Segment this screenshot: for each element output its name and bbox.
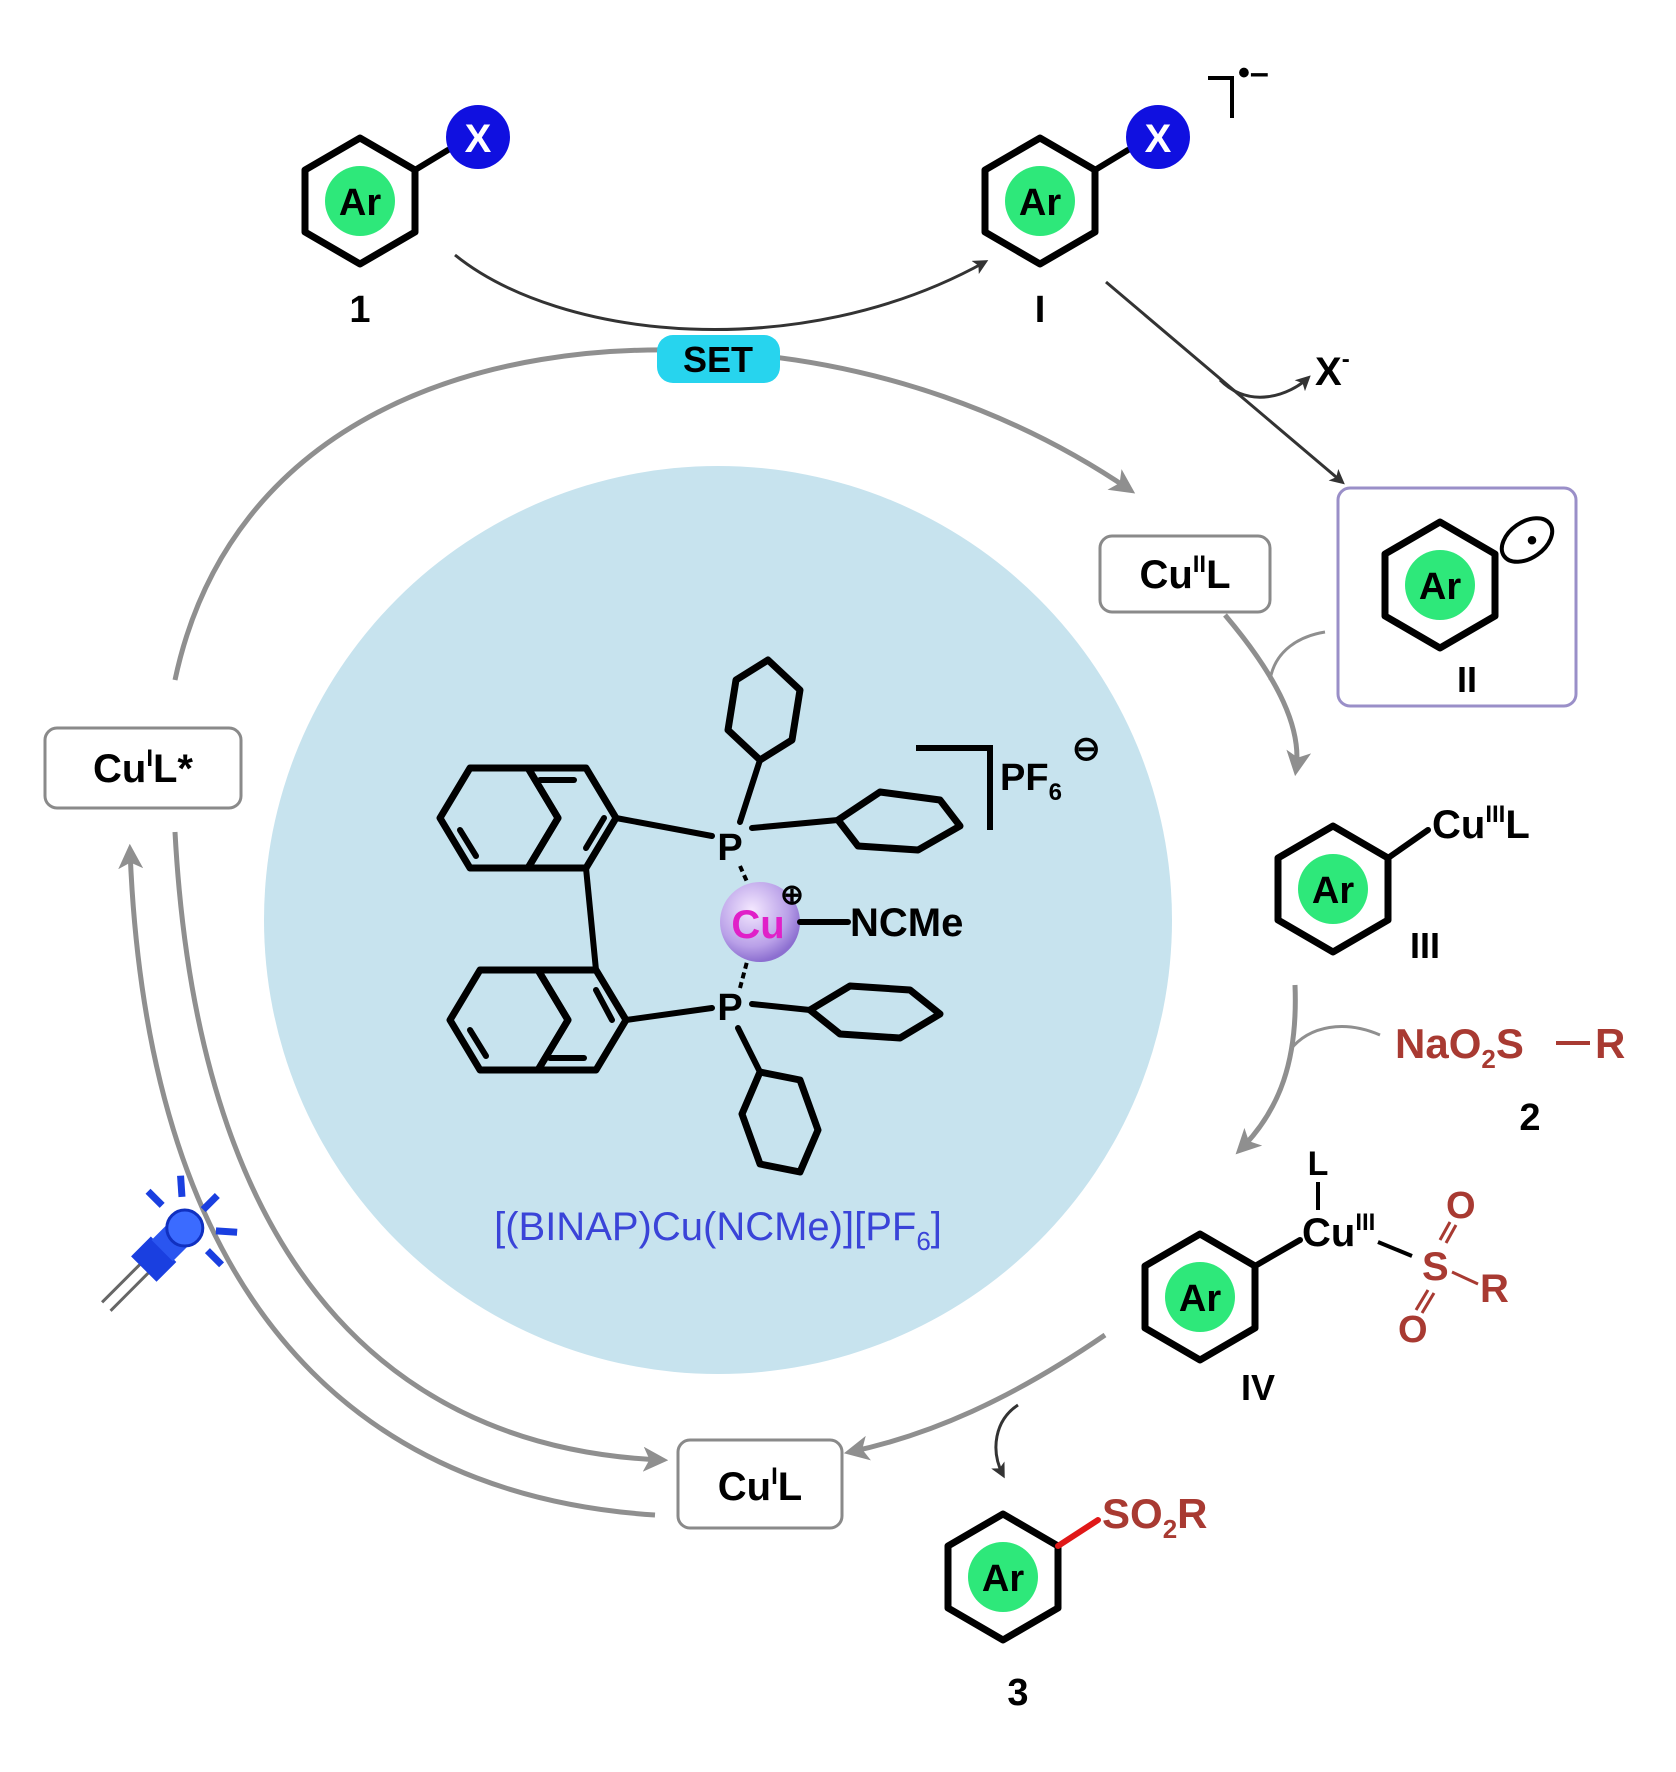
halide-release-arrow [1218, 375, 1311, 399]
svg-text:X: X [1145, 117, 1172, 161]
counterion: PF6 [1000, 757, 1062, 806]
counterion-charge: ⊖ [1072, 730, 1101, 768]
svg-text:CuIL: CuIL [718, 1463, 802, 1509]
phosphorus-top: P [717, 827, 742, 869]
svg-text:CuIII: CuIII [1302, 1209, 1375, 1255]
svg-text:CuIIL: CuIIL [1139, 551, 1230, 597]
svg-text:S: S [1422, 1245, 1449, 1289]
compound-I: Ar X •– I [981, 54, 1269, 331]
svg-text:SO2R: SO2R [1102, 1490, 1208, 1544]
copper-center [720, 882, 800, 962]
set-label: SET [683, 339, 753, 380]
cu-II-L-box: CuIIL [1098, 534, 1272, 614]
phosphorus-bottom: P [717, 987, 742, 1029]
svg-text:L: L [1308, 1145, 1329, 1183]
svg-text:Ar: Ar [1179, 1278, 1221, 1320]
svg-text:NaO2S: NaO2S [1395, 1020, 1524, 1074]
led-light-icon [101, 1175, 238, 1312]
svg-text:Ar: Ar [982, 1558, 1024, 1600]
ligand-exchange-arrow [1235, 984, 1298, 1155]
set-substrate-arrow [454, 253, 989, 331]
compound-II: Ar • II [1336, 486, 1578, 708]
compound-1: Ar X 1 [301, 105, 510, 331]
product-release-arrow [991, 1403, 1019, 1479]
decay-arrow [172, 831, 669, 1472]
svg-text:Ar: Ar [1312, 870, 1354, 912]
compound-3: Ar SO2R 3 [944, 1490, 1208, 1714]
svg-text:Ar: Ar [339, 182, 381, 224]
copper-charge: ⊕ [780, 879, 803, 910]
excitation-arrow [118, 843, 656, 1518]
compound-2-label: 2 [1519, 1097, 1540, 1139]
reductive-elimination-arrow [843, 1332, 1107, 1461]
acetonitrile-ligand: NCMe [850, 901, 963, 945]
compound-IV-label: IV [1241, 1367, 1275, 1408]
binap-copper-complex: P P PF6 ⊖ Cu ⊕ NCMe [(BINAP)Cu(NCMe)][PF… [436, 656, 1101, 1256]
svg-text:O: O [1446, 1185, 1476, 1227]
compound-2: NaO2S R 2 [1395, 1020, 1625, 1139]
x-substituent-ball [446, 105, 510, 169]
catalyst-background-disk [264, 466, 1172, 1374]
radical-anion-charge: •– [1238, 54, 1269, 92]
svg-text:Ar: Ar [1419, 566, 1461, 608]
svg-text:Cu: Cu [731, 903, 784, 947]
compound-1-label: 1 [349, 289, 370, 331]
compound-3-label: 3 [1007, 1672, 1028, 1714]
svg-text:O: O [1398, 1309, 1428, 1351]
svg-text:R: R [1480, 1267, 1509, 1311]
radical-join-arrow [1268, 630, 1326, 681]
compound-IV: Ar L CuIII S O O R IV [1141, 1145, 1509, 1408]
catalyst-name: [(BINAP)Cu(NCMe)][PF6] [494, 1205, 942, 1256]
set-step: SET [657, 335, 780, 383]
svg-text:X: X [465, 117, 492, 161]
compound-II-label: II [1457, 659, 1477, 700]
radical-capture-arrow [1223, 613, 1312, 777]
radical-dot: • [1527, 524, 1538, 557]
cu-I-L-star-box: CuIL* [43, 726, 243, 810]
compound-III: Ar CuIIIL III [1274, 801, 1530, 966]
svg-text:Ar: Ar [1019, 182, 1061, 224]
sulfinate-join-arrow [1288, 1025, 1381, 1051]
svg-text:CuIL*: CuIL* [93, 745, 193, 791]
compound-I-label: I [1035, 289, 1046, 331]
svg-text:CuIIIL: CuIIIL [1432, 801, 1530, 847]
svg-text:R: R [1595, 1020, 1625, 1067]
compound-III-label: III [1410, 925, 1440, 966]
cu-I-L-box: CuIL [676, 1438, 844, 1530]
new-c-s-bond [1055, 1517, 1101, 1549]
halide-ion: X- [1315, 346, 1350, 394]
